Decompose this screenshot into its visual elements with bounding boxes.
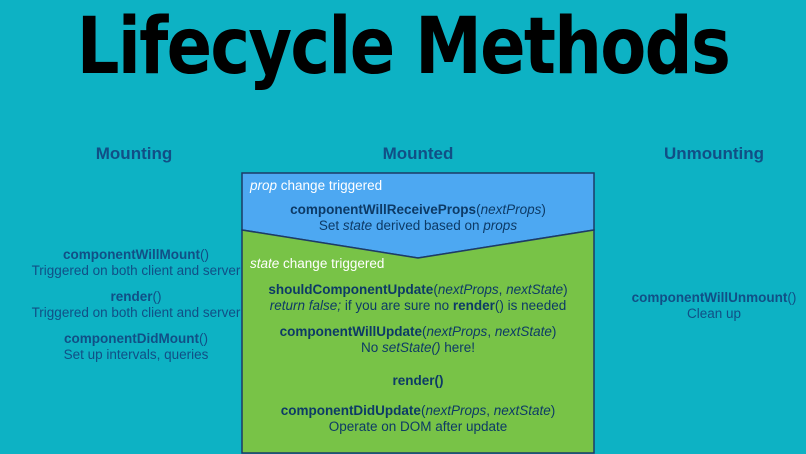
render-entry: render() (392, 373, 444, 388)
state-change-box (241, 229, 595, 454)
method-args: () (787, 290, 797, 305)
method-description: Triggered on both client and server (31, 263, 241, 278)
prop-trigger-label: prop change triggered (250, 178, 383, 193)
prop-method-entry: componentWillReceiveProps(nextProps) Set… (290, 202, 546, 233)
mounting-methods: componentWillMount() Triggered on both c… (0, 247, 272, 373)
method-name: componentWillUnmount (631, 290, 788, 305)
component-did-update-entry: componentDidUpdate(nextProps, nextState)… (280, 403, 556, 434)
column-heading-mounted: Mounted (382, 144, 454, 163)
component-will-update-entry: componentWillUpdate(nextProps, nextState… (279, 324, 557, 355)
method-args: () (200, 247, 210, 262)
state-trigger-label: state change triggered (250, 256, 385, 271)
mounting-entry-willmount: componentWillMount() Triggered on both c… (0, 247, 272, 279)
mounted-diagram: prop change triggered componentWillRecei… (241, 172, 597, 454)
column-heading-mounting: Mounting (95, 144, 173, 163)
column-heading-unmounting: Unmounting (663, 144, 765, 163)
method-description: Clean up (686, 306, 742, 321)
should-component-update-entry: shouldComponentUpdate(nextProps, nextSta… (268, 282, 568, 313)
method-name: render (110, 289, 153, 304)
mounting-entry-render: render() Triggered on both client and se… (0, 289, 272, 321)
method-args: () (152, 289, 162, 304)
page-title: Lifecycle Methods (76, 2, 731, 92)
method-name: componentDidMount (64, 331, 199, 346)
method-description: Set up intervals, queries (63, 347, 209, 362)
method-name: componentWillMount (62, 247, 201, 262)
method-description: Triggered on both client and server (31, 305, 241, 320)
mounted-diagram-shapes (241, 172, 595, 454)
unmounting-methods: componentWillUnmount() Clean up (614, 290, 806, 322)
mounting-entry-didmount: componentDidMount() Set up intervals, qu… (0, 331, 272, 363)
method-args: () (198, 331, 208, 346)
